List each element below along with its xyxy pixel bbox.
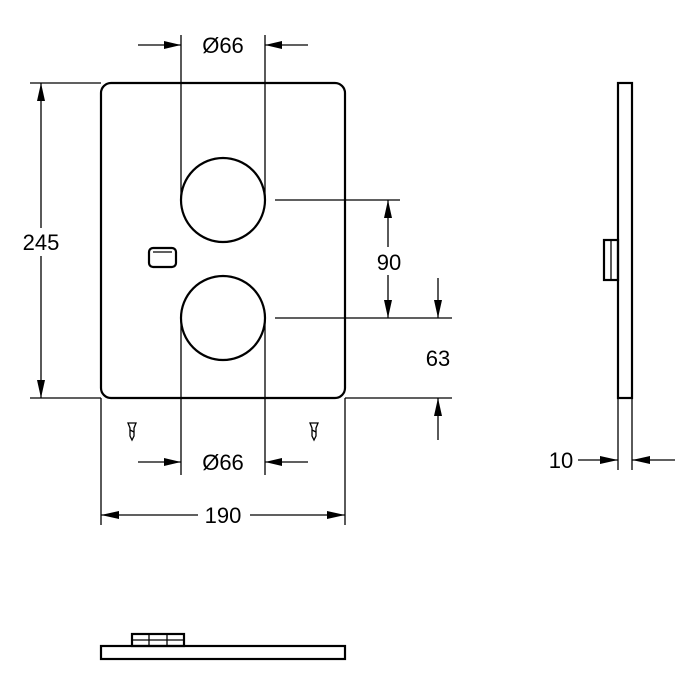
front-view: Ø66 Ø66 245 190 <box>16 33 452 530</box>
dim-width: 190 <box>100 398 346 530</box>
lower-offset-label: 63 <box>426 346 450 371</box>
dim-top-diameter: Ø66 <box>138 33 308 58</box>
lower-bore <box>179 274 267 362</box>
top-diameter-label: Ø66 <box>202 33 244 58</box>
dim-height: 245 <box>16 82 101 399</box>
height-label: 245 <box>23 230 60 255</box>
right-screw-icon <box>309 422 319 442</box>
side-knob <box>602 238 620 282</box>
indicator-button <box>147 246 178 269</box>
left-screw-icon <box>127 422 137 442</box>
bottom-knob <box>130 632 186 648</box>
side-plate-outline <box>616 81 634 400</box>
bore-spacing-label: 90 <box>377 250 401 275</box>
width-label: 190 <box>205 503 242 528</box>
bottom-diameter-label: Ø66 <box>202 450 244 475</box>
cover-plate-outline <box>99 81 347 400</box>
upper-bore <box>179 156 267 244</box>
dim-bottom-diameter: Ø66 <box>138 450 308 475</box>
bottom-view <box>99 632 347 661</box>
side-view: 10 <box>549 81 675 473</box>
dim-thickness: 10 <box>549 398 675 473</box>
thickness-label: 10 <box>549 448 573 473</box>
bottom-plate-outline <box>99 644 347 661</box>
dim-lower-offset: 63 <box>345 278 452 440</box>
dim-bore-spacing: 90 <box>275 199 452 319</box>
